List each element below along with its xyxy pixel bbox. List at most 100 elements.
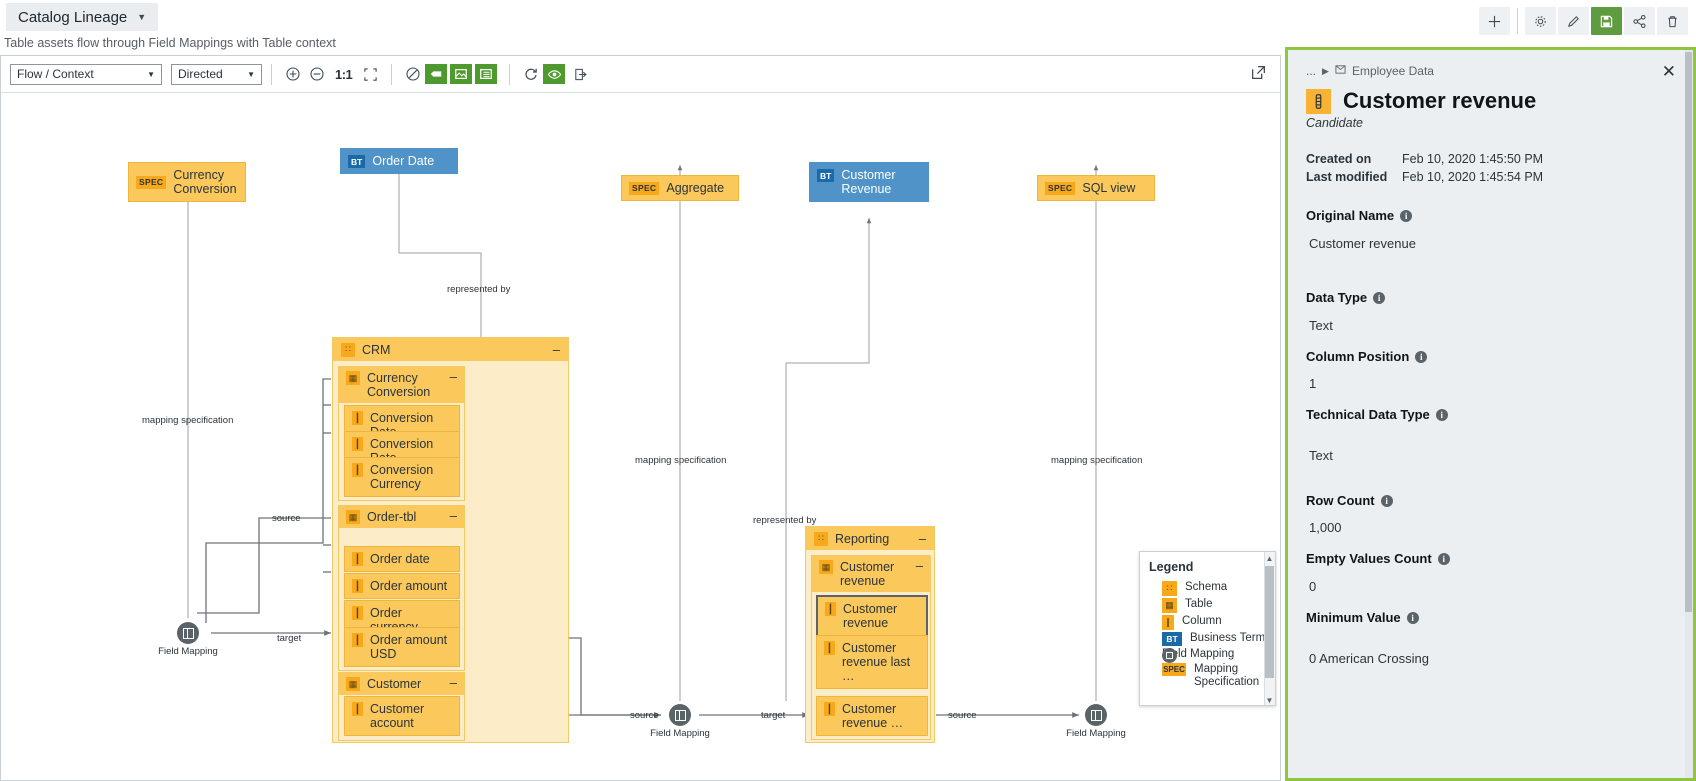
plus-icon — [1488, 15, 1501, 27]
field-value: Text — [1309, 318, 1333, 333]
table-customer[interactable]: ▦ Customer – ┃ Customer account — [338, 672, 465, 741]
share-icon — [1633, 14, 1646, 28]
list-layer-button[interactable] — [475, 64, 498, 84]
column-order-amount-usd[interactable]: ┃ Order amount USD — [344, 627, 460, 667]
export-button[interactable] — [568, 63, 592, 85]
table-header[interactable]: ▦ Order-tbl – — [339, 506, 464, 528]
direction-select[interactable]: Directed ▼ — [171, 63, 262, 85]
field-mapping-left[interactable]: Field Mapping — [158, 622, 237, 657]
meta-key: Created on — [1306, 152, 1372, 166]
chevron-right-icon[interactable]: ▶ — [1322, 65, 1329, 76]
refresh-button[interactable] — [519, 63, 543, 85]
collapse-icon[interactable]: – — [449, 369, 457, 384]
node-label: Currency Conversion — [173, 168, 237, 196]
node-label: Customer Revenue — [841, 168, 896, 196]
flow-context-select[interactable]: Flow / Context ▼ — [10, 63, 162, 85]
page-title: Customer revenue — [1343, 88, 1537, 113]
collapse-icon[interactable]: – — [449, 675, 457, 690]
node-spec-aggregate[interactable]: SPEC Aggregate — [621, 175, 739, 201]
table-order-tbl[interactable]: ▦ Order-tbl – ┃ Order date ┃ Order amoun… — [338, 505, 465, 671]
info-icon[interactable]: i — [1406, 611, 1419, 624]
info-icon[interactable]: i — [1400, 209, 1413, 222]
flow-context-value: Flow / Context — [17, 67, 94, 81]
field-empty-values-count: Empty Values Count i 0 — [1306, 551, 1668, 594]
column-icon: ┃ — [352, 437, 363, 451]
info-icon[interactable]: i — [1373, 291, 1386, 304]
add-button[interactable] — [1479, 7, 1510, 35]
save-button[interactable] — [1591, 7, 1622, 35]
column-icon: ┃ — [352, 633, 363, 647]
schema-crm-header[interactable]: ∷ CRM – — [333, 338, 568, 361]
breadcrumb-ellipsis[interactable]: ... — [1306, 64, 1317, 78]
table-header[interactable]: ▦ Customer – — [339, 673, 464, 695]
zoom-ratio-button[interactable]: 1:1 — [335, 66, 353, 82]
column-customer-account[interactable]: ┃ Customer account — [344, 696, 460, 736]
field-mapping-mid[interactable]: Field Mapping — [650, 704, 729, 739]
legend-scroll-thumb[interactable] — [1265, 566, 1274, 678]
info-icon[interactable]: i — [1380, 494, 1393, 507]
column-conversion-currency[interactable]: ┃ Conversion Currency — [344, 457, 460, 497]
zoom-in-button[interactable] — [281, 63, 305, 85]
table-currency-conversion[interactable]: ▦ Currency Conversion – ┃ Conversion Dat… — [338, 366, 465, 501]
label-layer-button[interactable] — [425, 64, 448, 84]
settings-button[interactable] — [1525, 7, 1556, 35]
zoom-out-button[interactable] — [305, 63, 329, 85]
panel-scroll-thumb[interactable] — [1685, 52, 1692, 612]
mapping-specification-icon: SPEC — [1162, 663, 1186, 676]
close-panel-button[interactable]: ✕ — [1661, 62, 1676, 81]
table-header[interactable]: ▦ Currency Conversion – — [339, 367, 464, 403]
panel-scrollbar[interactable] — [1685, 50, 1693, 778]
schema-reporting[interactable]: ∷ Reporting – ▦ Customer revenue – ┃ Cus… — [805, 526, 935, 743]
column-customer-revenue-3[interactable]: ┃ Customer revenue … — [816, 696, 928, 736]
legend-scrollbar[interactable]: ▲ ▼ — [1264, 552, 1275, 705]
scroll-down-icon[interactable]: ▼ — [1265, 696, 1274, 705]
collapse-icon[interactable]: – — [918, 531, 926, 546]
field-column-position: Column Position i 1 — [1306, 349, 1668, 391]
legend-item-schema: ∷ Schema — [1140, 580, 1275, 597]
node-spec-sql-view[interactable]: SPEC SQL view — [1037, 175, 1155, 201]
chevron-down-icon[interactable]: ▼ — [137, 12, 147, 22]
info-icon[interactable]: i — [1415, 350, 1428, 363]
schema-reporting-header[interactable]: ∷ Reporting – — [806, 527, 934, 550]
tab-catalog-lineage[interactable]: Catalog Lineage ▼ — [6, 3, 159, 31]
collapse-icon[interactable]: – — [552, 342, 560, 357]
field-label-text: Row Count — [1306, 493, 1375, 508]
info-icon[interactable]: i — [1435, 408, 1448, 421]
column-order-amount[interactable]: ┃ Order amount — [344, 573, 460, 599]
table-customer-revenue[interactable]: ▦ Customer revenue – ┃ Customer revenue … — [811, 555, 931, 740]
column-order-date[interactable]: ┃ Order date — [344, 546, 460, 572]
node-spec-currency-conversion[interactable]: SPEC Currency Conversion — [128, 162, 246, 202]
schema-crm[interactable]: ∷ CRM – ▦ Currency Conversion – ┃ Conver… — [332, 337, 569, 743]
table-label: Customer revenue — [840, 560, 895, 588]
column-icon: ┃ — [352, 411, 363, 425]
info-icon[interactable]: i — [1437, 552, 1450, 565]
direction-value: Directed — [178, 67, 223, 81]
column-customer-revenue-last[interactable]: ┃ Customer revenue last … — [816, 635, 928, 689]
no-filter-button[interactable] — [401, 63, 425, 85]
graph-area[interactable]: SPEC Currency Conversion BT Order Date S… — [1, 93, 1280, 780]
delete-button[interactable] — [1657, 7, 1688, 35]
popout-button[interactable] — [1250, 64, 1270, 84]
column-icon — [1306, 88, 1331, 114]
breadcrumb[interactable]: ... ▶ Employee Data — [1306, 64, 1668, 78]
eye-button[interactable] — [543, 64, 566, 84]
collapse-icon[interactable]: – — [449, 508, 457, 523]
field-mapping-label: Field Mapping — [158, 646, 218, 657]
scroll-up-icon[interactable]: ▲ — [1265, 554, 1274, 563]
image-layer-button[interactable] — [450, 64, 473, 84]
eye-icon — [547, 69, 562, 79]
node-bt-order-date[interactable]: BT Order Date — [340, 148, 458, 174]
legend-label: Column — [1182, 615, 1222, 627]
node-bt-customer-revenue[interactable]: BT Customer Revenue — [809, 162, 929, 202]
field-mapping-label: Field Mapping — [650, 728, 710, 739]
table-header[interactable]: ▦ Customer revenue – — [812, 556, 930, 592]
edit-button[interactable] — [1558, 7, 1589, 35]
column-customer-revenue[interactable]: ┃ Customer revenue — [816, 595, 928, 637]
breadcrumb-label[interactable]: Employee Data — [1351, 64, 1434, 78]
field-mapping-right[interactable]: Field Mapping — [1066, 704, 1145, 739]
fit-screen-button[interactable] — [358, 63, 382, 85]
legend-item-mapping-specification: SPEC Mapping Specification — [1140, 662, 1275, 690]
field-label-text: Column Position — [1306, 349, 1410, 364]
share-button[interactable] — [1624, 7, 1655, 35]
collapse-icon[interactable]: – — [915, 558, 923, 573]
